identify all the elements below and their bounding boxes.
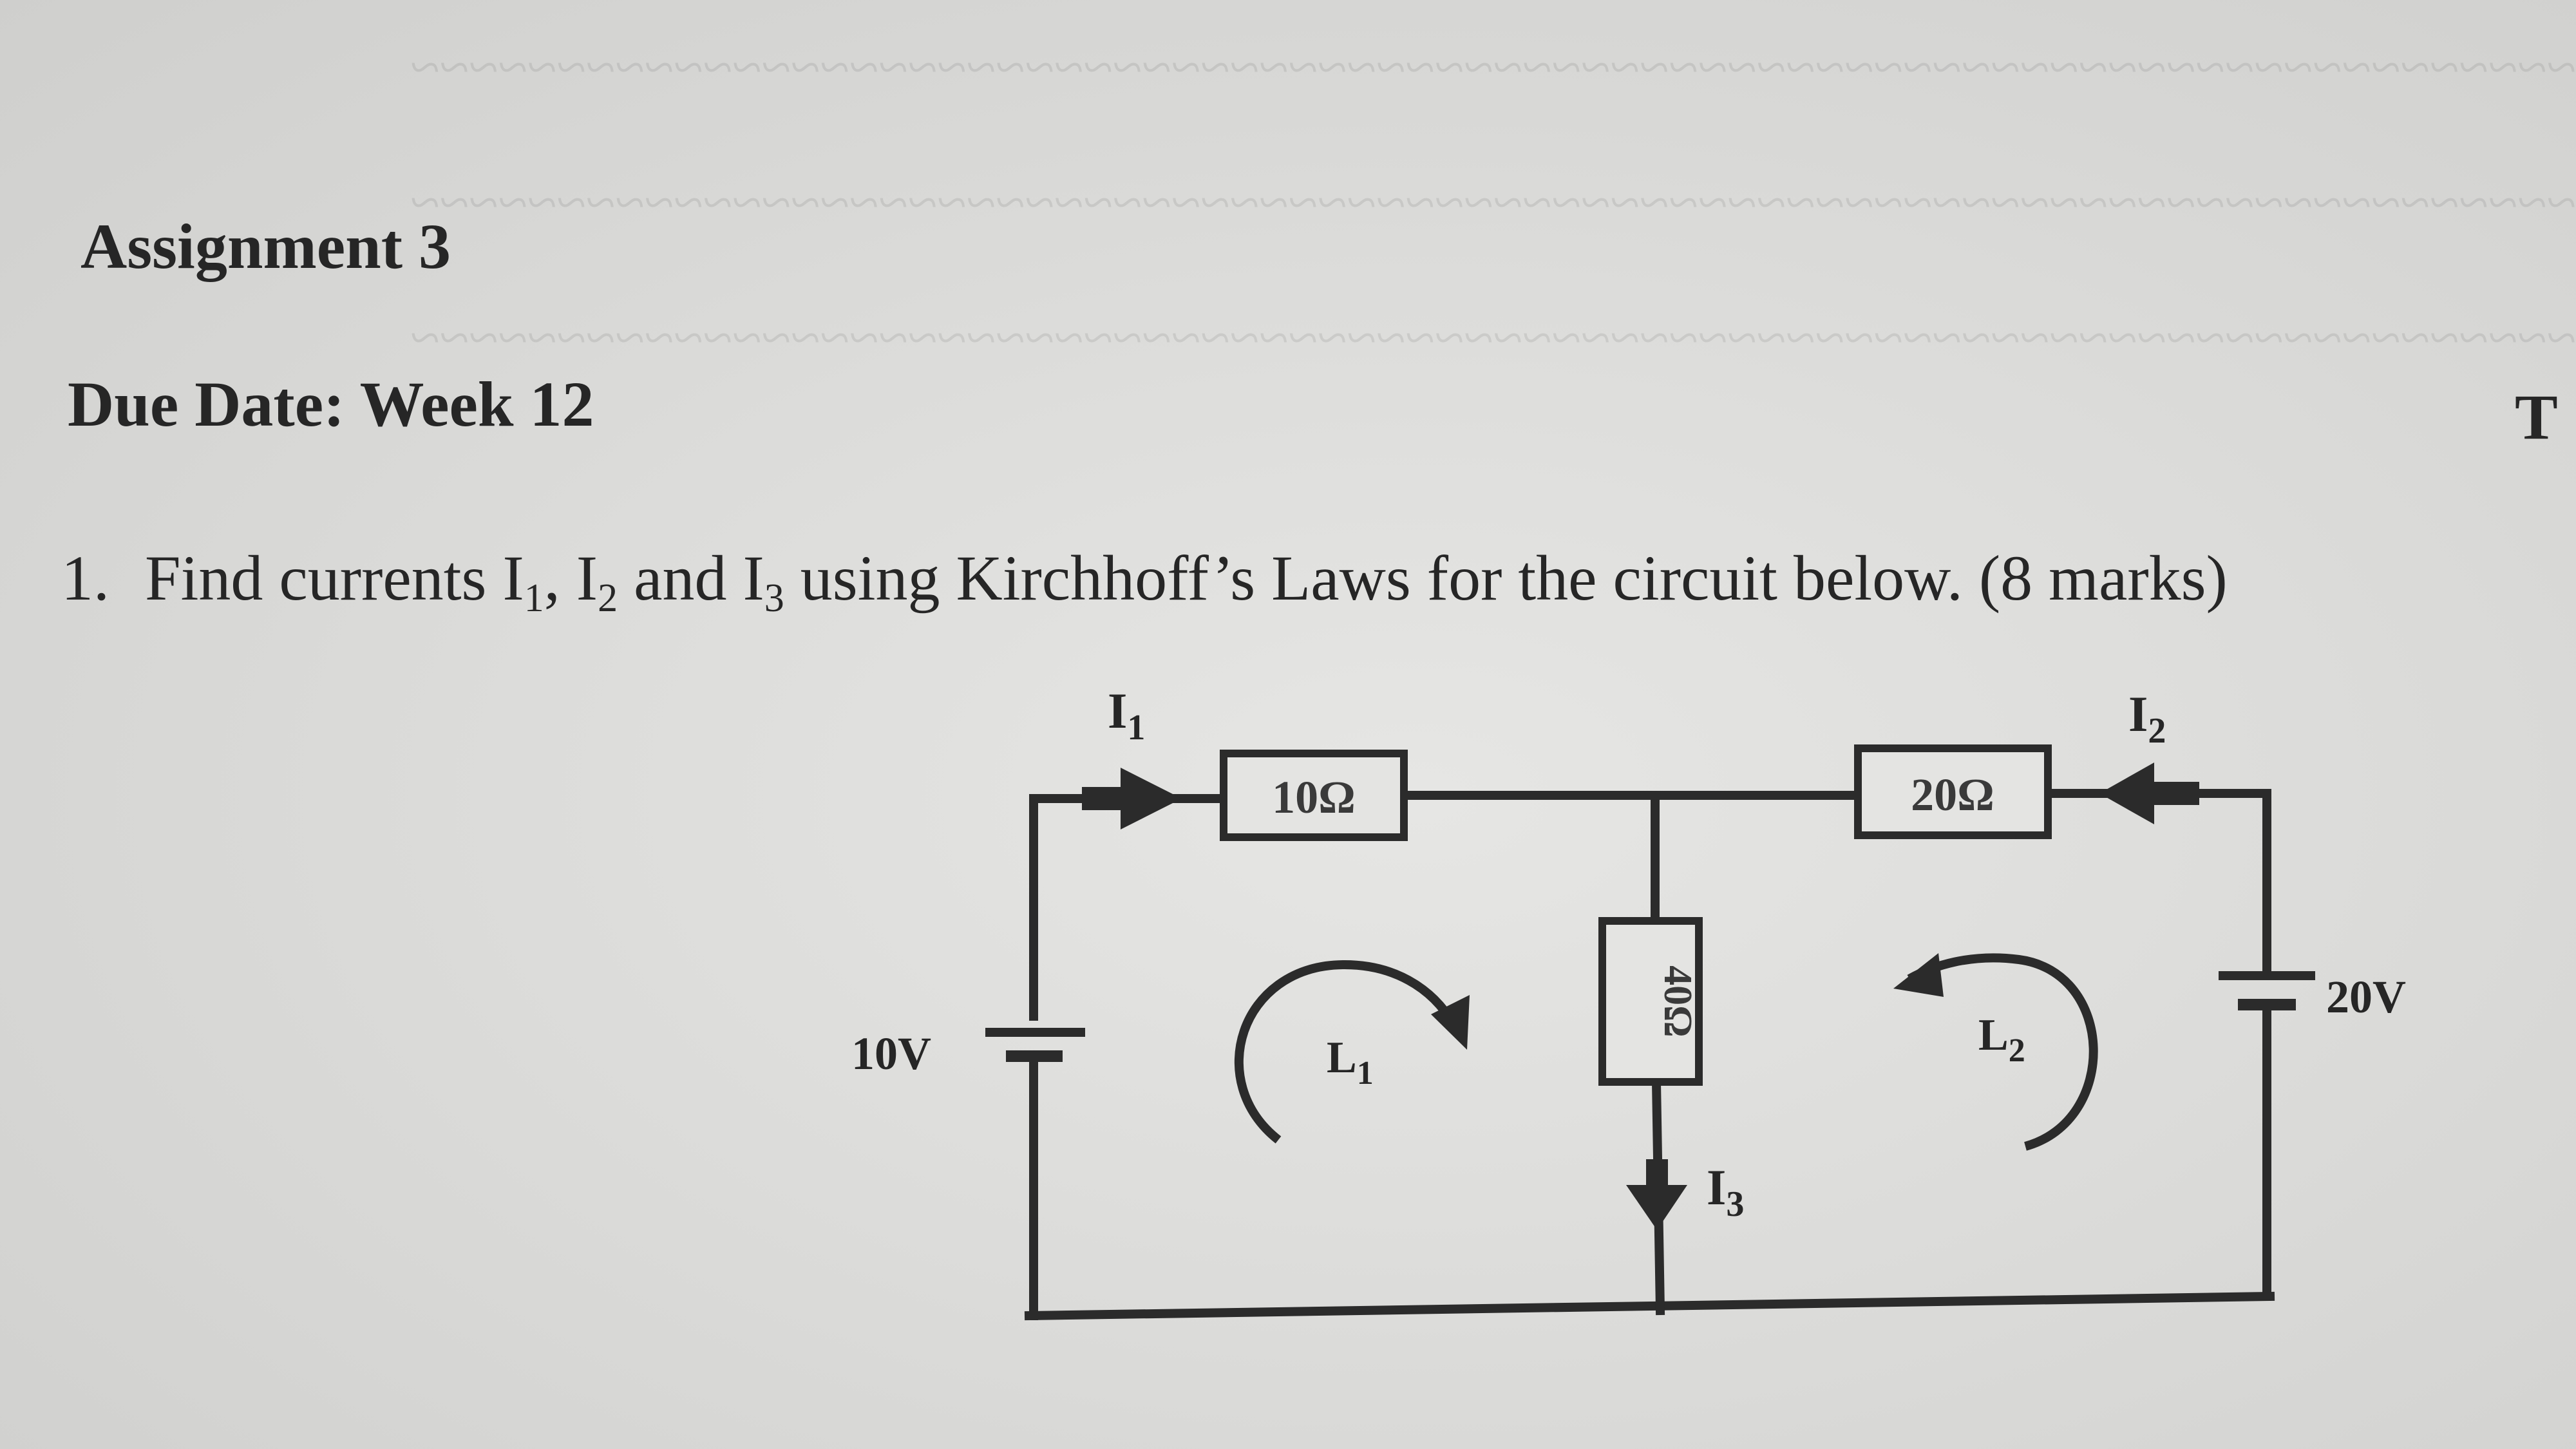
question-subscript: 2 bbox=[598, 576, 618, 620]
question-number: 1. bbox=[61, 542, 109, 614]
wire-bottom bbox=[1024, 1291, 2275, 1321]
resistor-20-ohm bbox=[1854, 744, 2052, 839]
wire-top-left bbox=[1029, 794, 1228, 1021]
due-date: Due Date: Week 12 bbox=[68, 368, 594, 440]
cut-off-text: T bbox=[2515, 381, 2558, 453]
loop-1-arrow bbox=[1234, 960, 1461, 1144]
loop-1-label: L1 bbox=[1327, 1033, 1374, 1092]
loop-2-arrowhead-icon bbox=[1893, 953, 1944, 997]
loop-1-arrowhead-icon bbox=[1431, 995, 1470, 1050]
battery-20v bbox=[2219, 971, 2315, 1010]
loop-2-label: L2 bbox=[1978, 1010, 2025, 1069]
resistor-40-ohm-label: 40Ω bbox=[1656, 965, 1700, 1037]
wire-top-right bbox=[2043, 789, 2271, 977]
question-subscript: 1 bbox=[524, 576, 544, 620]
loop-2-arrow bbox=[1907, 953, 2098, 1151]
source-20v-label: 20V bbox=[2326, 971, 2406, 1023]
current-1-arrow-icon bbox=[1121, 768, 1182, 829]
resistor-10-ohm bbox=[1220, 750, 1408, 841]
current-1-label: I1 bbox=[1108, 683, 1145, 748]
assignment-title: Assignment 3 bbox=[80, 211, 451, 282]
current-1-arrow-body bbox=[1082, 787, 1127, 810]
question-subscript: 3 bbox=[764, 576, 784, 620]
source-10v-label: 10V bbox=[851, 1028, 931, 1079]
resistor-40-ohm bbox=[1598, 917, 1703, 1086]
current-2-arrow-icon bbox=[2099, 762, 2154, 824]
question-1: 1. Find currents I1, I2 and I3 using Kirc… bbox=[61, 541, 2228, 621]
question-text-part: and I bbox=[618, 542, 764, 614]
current-3-arrow-icon bbox=[1626, 1185, 1687, 1230]
question-text-part: , I bbox=[544, 542, 598, 614]
question-text-part: using Kirchhoff’s Laws for the circuit b… bbox=[784, 542, 2228, 614]
current-2-arrow-body bbox=[2148, 782, 2199, 805]
current-3-label: I3 bbox=[1707, 1159, 1744, 1224]
question-text-part: Find currents I bbox=[145, 542, 524, 614]
battery-10v bbox=[985, 1028, 1085, 1062]
current-2-label: I2 bbox=[2128, 686, 2166, 751]
resistor-20-ohm-label: 20Ω bbox=[1911, 769, 1994, 820]
resistor-10-ohm-label: 10Ω bbox=[1272, 772, 1356, 823]
